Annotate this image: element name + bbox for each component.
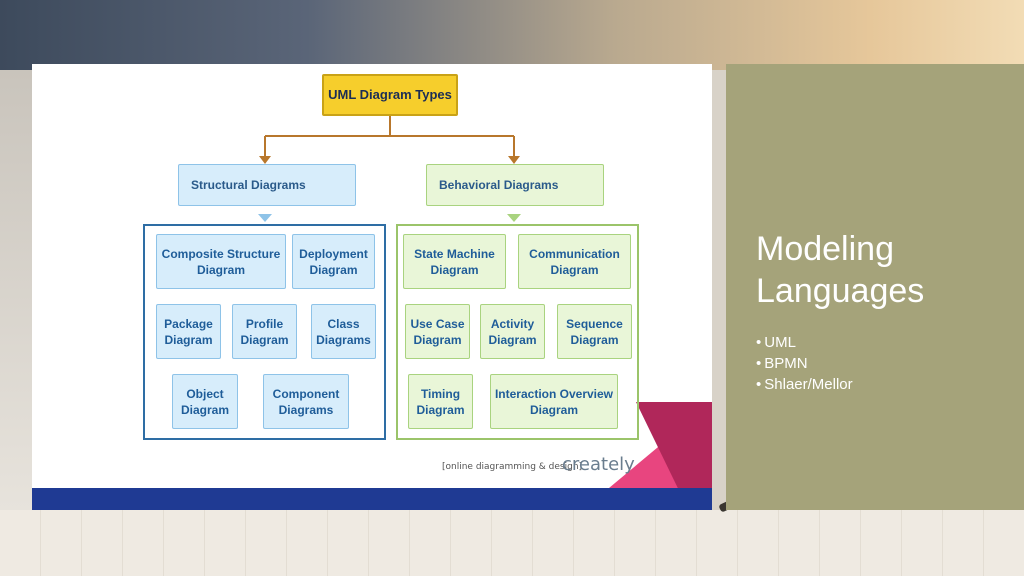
structural-node: Object Diagram (172, 374, 238, 429)
background-blueprint (0, 510, 1024, 576)
diagram-connectors (258, 116, 521, 222)
creately-logo: creately (562, 454, 635, 475)
behavioral-node: Sequence Diagram (557, 304, 632, 359)
creately-credit: [online diagramming & design] (442, 462, 583, 472)
structural-node: Profile Diagram (232, 304, 297, 359)
background-top (0, 0, 1024, 70)
structural-node: Component Diagrams (263, 374, 349, 429)
behavioral-node: Activity Diagram (480, 304, 545, 359)
arrow-behavioral (508, 156, 520, 164)
structural-node: Composite Structure Diagram (156, 234, 286, 289)
bullet-list: UML BPMN Shlaer/Mellor (756, 332, 853, 395)
behavioral-node: Timing Diagram (408, 374, 473, 429)
title-panel: Modeling Languages UML BPMN Shlaer/Mello… (726, 64, 1024, 510)
slide-footer-bar (32, 488, 712, 510)
bullet-item: UML (756, 332, 853, 353)
bullet-item: Shlaer/Mellor (756, 374, 852, 395)
arrow-structural-group (258, 214, 272, 222)
bullet-item: BPMN (756, 353, 853, 374)
structural-node: Class Diagrams (311, 304, 376, 359)
background-left (0, 70, 32, 510)
behavioral-header: Behavioral Diagrams (426, 164, 604, 206)
behavioral-group (396, 224, 639, 440)
root-node: UML Diagram Types (322, 74, 458, 116)
structural-group (143, 224, 386, 440)
diagram-slide: UML Diagram Types Structural Diagrams Be… (32, 64, 712, 510)
behavioral-node: State Machine Diagram (403, 234, 506, 289)
behavioral-node: Use Case Diagram (405, 304, 470, 359)
structural-node: Deployment Diagram (292, 234, 375, 289)
arrow-structural (259, 156, 271, 164)
structural-node: Package Diagram (156, 304, 221, 359)
arrow-behavioral-group (507, 214, 521, 222)
structural-header: Structural Diagrams (178, 164, 356, 206)
root-connector (264, 116, 515, 160)
behavioral-node: Interaction Overview Diagram (490, 374, 618, 429)
slide-title: Modeling Languages (756, 230, 925, 310)
behavioral-node: Communication Diagram (518, 234, 631, 289)
